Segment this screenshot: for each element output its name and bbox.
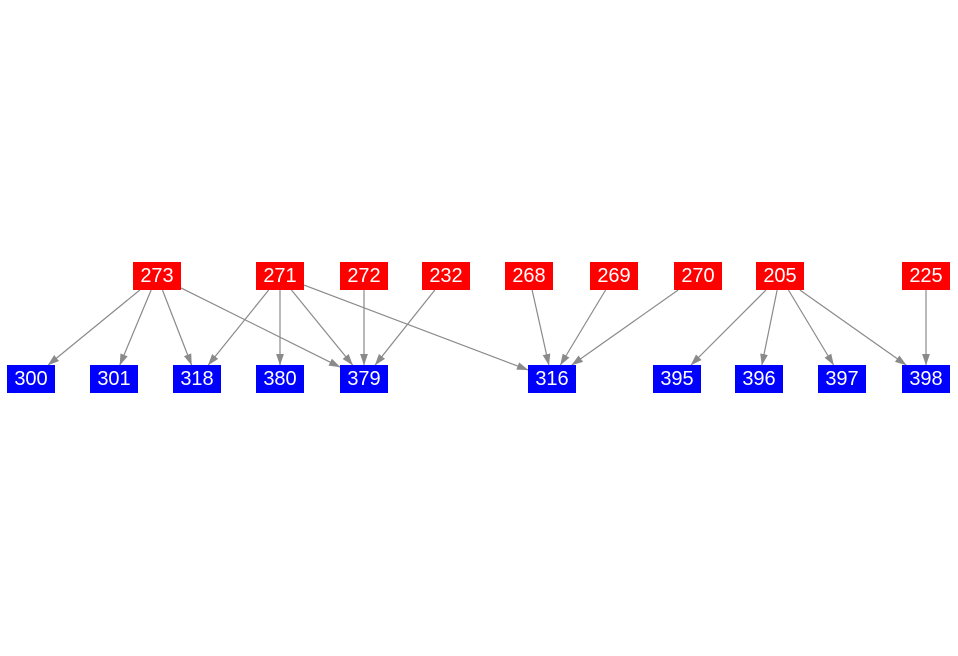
node-label: 271	[263, 265, 297, 287]
node-label: 205	[763, 265, 797, 287]
edge-270-316	[571, 289, 679, 366]
node-label: 269	[597, 265, 631, 287]
edge-232-379	[374, 289, 436, 366]
node-205: 205	[756, 262, 804, 290]
edge-273-379	[180, 287, 341, 368]
node-268: 268	[505, 262, 553, 290]
node-232: 232	[422, 262, 470, 290]
node-225: 225	[902, 262, 950, 290]
node-300: 300	[7, 365, 55, 393]
edge-273-300	[47, 289, 141, 366]
node-label: 379	[347, 368, 381, 390]
node-label: 316	[535, 368, 569, 390]
node-318: 318	[173, 365, 221, 393]
node-270: 270	[674, 262, 722, 290]
node-label: 318	[180, 368, 214, 390]
node-label: 273	[140, 265, 174, 287]
edge-205-397	[787, 289, 835, 366]
node-269: 269	[590, 262, 638, 290]
node-301: 301	[90, 365, 138, 393]
node-397: 397	[818, 365, 866, 393]
node-395: 395	[653, 365, 701, 393]
node-272: 272	[340, 262, 388, 290]
node-label: 225	[909, 265, 943, 287]
node-label: 268	[512, 265, 546, 287]
edge-205-398	[799, 289, 907, 366]
node-396: 396	[735, 365, 783, 393]
node-380: 380	[256, 365, 304, 393]
edge-205-395	[690, 289, 767, 366]
node-273: 273	[133, 262, 181, 290]
edge-205-396	[760, 289, 778, 366]
edge-269-316	[559, 289, 607, 366]
edge-273-318	[161, 289, 193, 366]
edge-271-316	[303, 284, 529, 371]
node-label: 301	[97, 368, 131, 390]
node-label: 395	[660, 368, 694, 390]
node-label: 300	[14, 368, 48, 390]
node-label: 397	[825, 368, 859, 390]
edge-271-379	[290, 289, 354, 366]
node-271: 271	[256, 262, 304, 290]
node-label: 398	[909, 368, 943, 390]
node-label: 270	[681, 265, 715, 287]
node-398: 398	[902, 365, 950, 393]
edge-273-301	[119, 289, 152, 366]
node-label: 396	[742, 368, 776, 390]
node-label: 380	[263, 368, 297, 390]
node-316: 316	[528, 365, 576, 393]
edge-268-316	[531, 289, 551, 366]
node-label: 272	[347, 265, 381, 287]
node-label: 232	[429, 265, 463, 287]
node-379: 379	[340, 365, 388, 393]
edge-271-318	[207, 289, 270, 366]
